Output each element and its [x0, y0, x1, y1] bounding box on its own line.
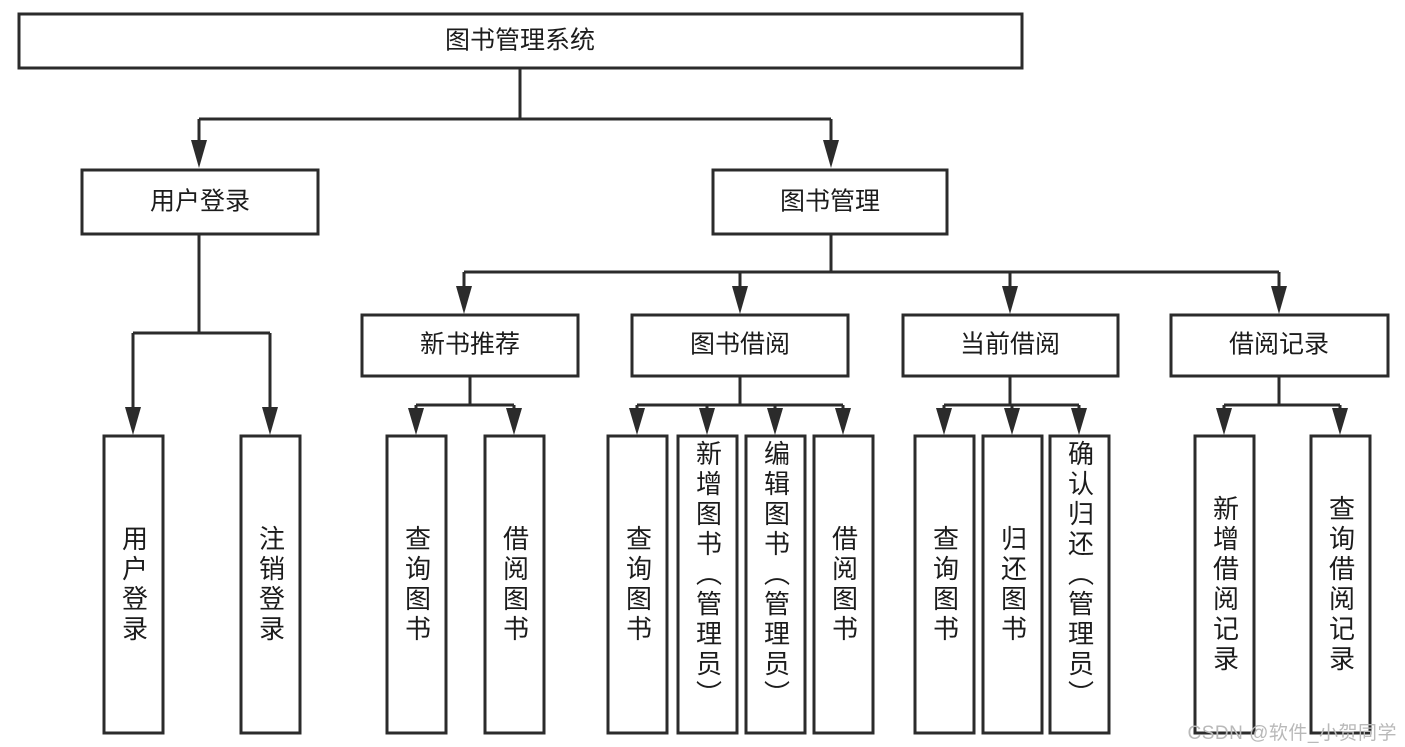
arrow-head-leaf-confirm-return	[1071, 408, 1087, 435]
node-leaf-confirm-return-box[interactable]	[1048, 434, 1111, 735]
node-leaf-return-book-box[interactable]	[981, 434, 1044, 735]
node-leaf-add-book-box[interactable]	[676, 434, 739, 735]
arrow-head-leaf-add-record	[1216, 408, 1232, 435]
node-book-borrow[interactable]: 图书借阅	[630, 313, 850, 378]
node-current-borrow-label: 当前借阅	[960, 331, 1060, 359]
node-user-login[interactable]: 用户登录	[80, 168, 320, 236]
node-current-borrow[interactable]: 当前借阅	[901, 313, 1120, 378]
node-leaf-query-book-1-box[interactable]	[385, 434, 448, 735]
arrow-head-leaf-return-book	[1004, 408, 1020, 435]
node-leaf-logout-login-box[interactable]	[239, 434, 302, 735]
node-leaf-query-book-3-box[interactable]	[913, 434, 976, 735]
arrow-head-leaf-query-book-3	[936, 408, 952, 435]
arrow-head-new-book-recommend	[456, 286, 472, 314]
node-leaf-borrow-book-2-box[interactable]	[812, 434, 875, 735]
node-borrow-record[interactable]: 借阅记录	[1169, 313, 1390, 378]
node-leaf-borrow-book-1-box[interactable]	[483, 434, 546, 735]
node-book-borrow-label: 图书借阅	[690, 331, 790, 359]
node-book-management-box[interactable]	[711, 168, 949, 236]
arrow-head-leaf-query-record	[1332, 408, 1348, 435]
node-layer: 图书管理系统 用户登录 图书管理 新书推荐 图书借阅 当前借阅 借阅记录	[17, 12, 1390, 735]
node-borrow-record-box[interactable]	[1169, 313, 1390, 378]
node-borrow-record-label: 借阅记录	[1229, 331, 1329, 359]
arrow-head-current-borrow	[1002, 286, 1018, 314]
arrow-head-leaf-user-login	[125, 407, 141, 435]
node-leaf-edit-book-box[interactable]	[744, 434, 807, 735]
node-root[interactable]: 图书管理系统	[17, 12, 1024, 70]
node-leaf-query-book-2-box[interactable]	[606, 434, 669, 735]
arrow-head-book-borrow	[732, 286, 748, 314]
arrow-head-leaf-query-book-2	[629, 408, 645, 435]
connector-layer	[125, 68, 1348, 435]
arrow-head-leaf-borrow-book-2	[835, 408, 851, 435]
arrow-head-leaf-add-book	[699, 408, 715, 435]
node-root-label: 图书管理系统	[445, 27, 595, 55]
node-book-management-label: 图书管理	[780, 188, 880, 216]
arrow-head-leaf-query-book-1	[408, 408, 424, 435]
node-root-box[interactable]	[17, 12, 1024, 70]
watermark-text: CSDN @软件_小贺同学	[1187, 723, 1397, 744]
node-leaf-user-login-box[interactable]	[102, 434, 165, 735]
node-book-borrow-box[interactable]	[630, 313, 850, 378]
arrow-head-leaf-borrow-book-1	[506, 408, 522, 435]
node-user-login-box[interactable]	[80, 168, 320, 236]
node-current-borrow-box[interactable]	[901, 313, 1120, 378]
arrow-head-leaf-logout-login	[262, 407, 278, 435]
arrow-head-user-login	[191, 140, 207, 168]
node-new-book-recommend[interactable]: 新书推荐	[360, 313, 580, 378]
arrow-head-leaf-edit-book	[767, 408, 783, 435]
node-leaf-query-record-box[interactable]	[1309, 434, 1372, 735]
node-book-management[interactable]: 图书管理	[711, 168, 949, 236]
node-new-book-recommend-label: 新书推荐	[420, 331, 520, 359]
arrow-head-borrow-record	[1271, 286, 1287, 314]
node-leaf-add-record-box[interactable]	[1193, 434, 1256, 735]
arrow-head-book-management	[823, 140, 839, 168]
node-new-book-recommend-box[interactable]	[360, 313, 580, 378]
node-user-login-label: 用户登录	[150, 188, 250, 216]
